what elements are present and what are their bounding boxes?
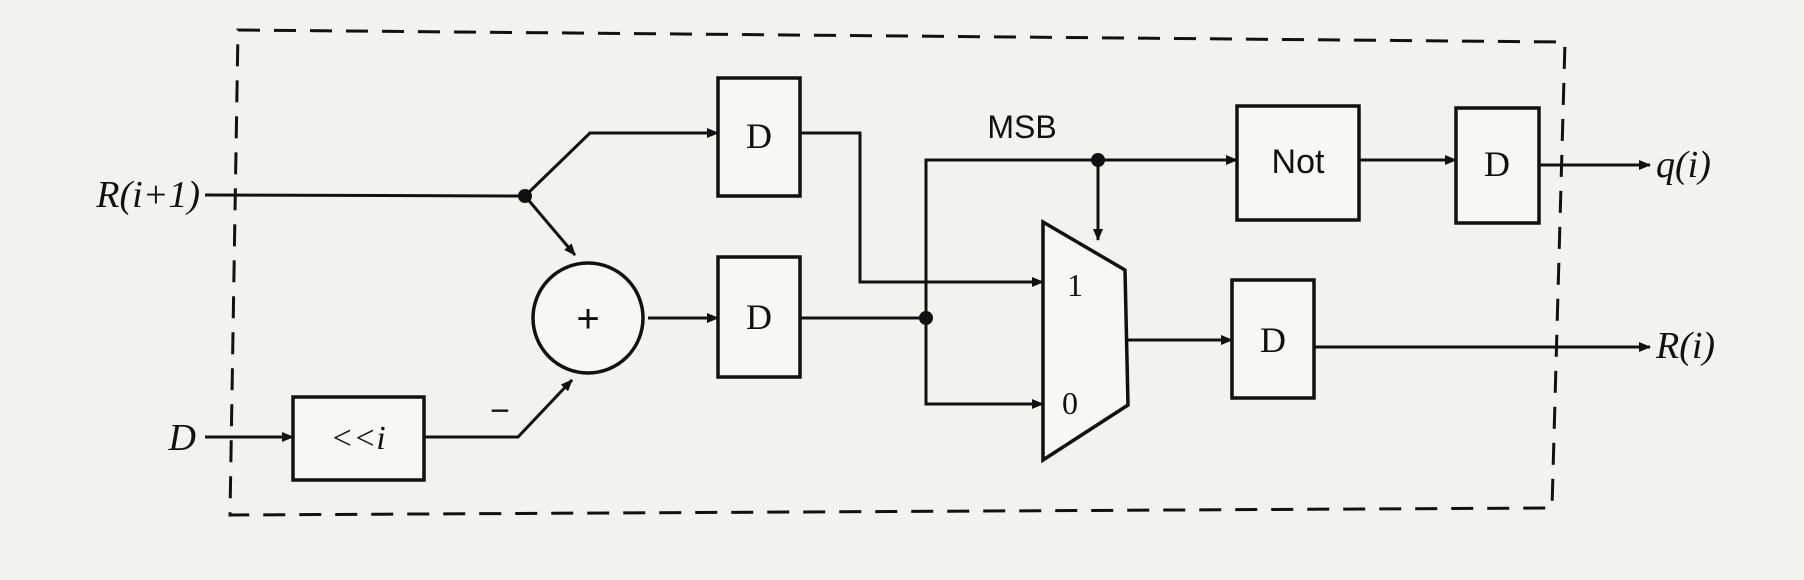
mux-input-1-label: 1	[1067, 267, 1083, 303]
register-sum-label: D	[746, 297, 772, 337]
mux-input-0-label: 0	[1062, 385, 1078, 421]
msb-label: MSB	[987, 109, 1056, 145]
shift-block-label: <<i	[330, 420, 385, 457]
input-d-label: D	[168, 417, 196, 459]
wire-to-mux-0	[924, 318, 1044, 409]
output-r-label: R(i)	[1655, 325, 1715, 367]
register-q-label: D	[1484, 144, 1510, 184]
input-r-next-label: R(i+1)	[95, 174, 200, 216]
stage-boundary	[228, 28, 1567, 517]
multiplexer	[1041, 218, 1130, 464]
wire-to-mux-1	[800, 131, 1044, 287]
not-block-label: Not	[1272, 143, 1325, 181]
register-r	[1230, 278, 1316, 400]
minus-sign: −	[490, 392, 510, 430]
wire-shift-to-adder	[424, 378, 574, 439]
junction-msb	[1091, 153, 1105, 167]
register-r-label: D	[1260, 320, 1286, 360]
adder	[531, 261, 645, 375]
wire-msb-tap	[924, 158, 1098, 318]
junction-r-next	[518, 189, 532, 203]
register-sum	[716, 255, 802, 379]
junction-sum	[919, 311, 933, 325]
register-q	[1454, 106, 1541, 225]
register-top	[716, 76, 802, 198]
not-block	[1235, 104, 1361, 222]
register-top-label: D	[746, 116, 772, 156]
shift-block	[291, 395, 426, 482]
wire-to-adder	[523, 195, 577, 256]
wire-to-top-reg	[523, 128, 719, 198]
adder-symbol: +	[576, 297, 599, 341]
wire-r-next-in	[204, 193, 526, 198]
output-q-label: q(i)	[1656, 144, 1711, 186]
wires	[204, 128, 1651, 442]
